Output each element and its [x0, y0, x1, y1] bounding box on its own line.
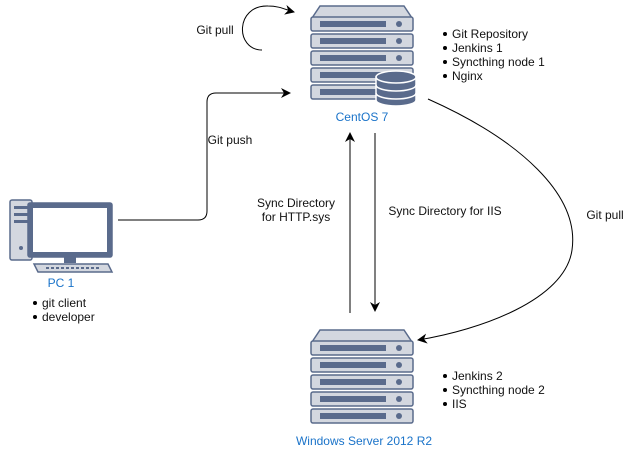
- sync-httpsys-label-line1: Sync Directory: [257, 196, 335, 210]
- centos-bullet-item: Jenkins 1: [452, 41, 503, 55]
- pc-bullet-list: git client developer: [33, 296, 95, 324]
- windows-bullet-item: Syncthing node 2: [452, 383, 545, 397]
- windows-bullet-list: Jenkins 2 Syncthing node 2 IIS: [443, 369, 545, 411]
- windows-bullet-item: IIS: [452, 397, 467, 411]
- git-push-edge: [118, 88, 291, 221]
- git-pull-windows-label: Git pull: [586, 208, 623, 222]
- sync-httpsys-label-line2: for HTTP.sys: [262, 210, 330, 224]
- pc-title: PC 1: [48, 276, 75, 290]
- pc-bullet-item: developer: [42, 310, 95, 324]
- git-pull-windows-edge: [417, 98, 574, 344]
- centos-title: CentOS 7: [336, 110, 389, 124]
- database-icon: [375, 70, 417, 107]
- git-pull-self-label: Git pull: [196, 23, 233, 37]
- windows-title: Windows Server 2012 R2: [296, 434, 432, 448]
- pc-icon: [9, 199, 114, 273]
- centos-bullet-item: Syncthing node 1: [452, 55, 545, 69]
- windows-bullet-item: Jenkins 2: [452, 369, 503, 383]
- windows-server-icon: [310, 329, 414, 424]
- sync-iis-label: Sync Directory for IIS: [388, 204, 501, 218]
- pc-bullet-item: git client: [42, 296, 87, 310]
- centos-bullet-item: Nginx: [452, 69, 483, 83]
- git-pull-self-edge: [241, 4, 295, 51]
- git-push-label: Git push: [208, 133, 253, 147]
- centos-bullet-list: Git Repository Jenkins 1 Syncthing node …: [443, 27, 545, 83]
- centos-bullet-item: Git Repository: [452, 27, 528, 41]
